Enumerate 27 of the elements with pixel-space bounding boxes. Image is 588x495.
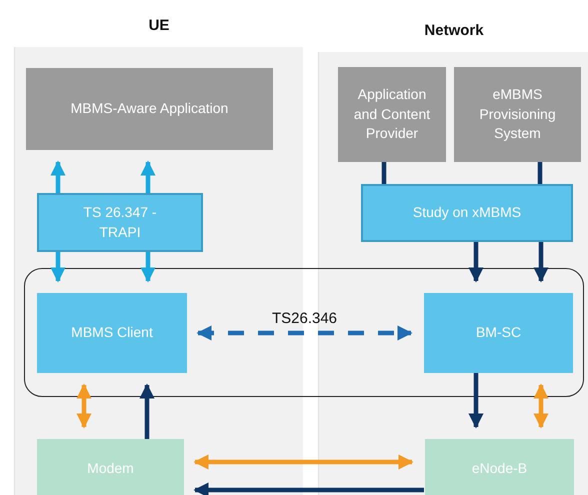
component-box: eMBMS Provisioning System (454, 67, 581, 162)
component-box: Modem (37, 439, 184, 495)
component-box: Application and Content Provider (338, 67, 446, 162)
component-box: eNode-B (425, 439, 574, 495)
component-box: MBMS-Aware Application (26, 68, 273, 150)
arrow (534, 384, 548, 428)
arrow (140, 160, 156, 193)
arrow (76, 384, 92, 428)
interface-box: Study on xMBMS (361, 184, 573, 242)
arrow (140, 252, 156, 282)
column-heading: UE (148, 17, 170, 34)
arrow (468, 373, 484, 428)
arrow (50, 252, 66, 282)
arrow (468, 242, 484, 282)
connector-line (538, 162, 542, 184)
component-box: BM-SC (424, 293, 573, 373)
interface-box: TS 26.347 - TRAPI (37, 193, 203, 252)
arrow (534, 242, 548, 282)
component-box: MBMS Client (37, 293, 187, 373)
arrow (196, 326, 412, 340)
edge-label: TS26.346 (272, 310, 338, 327)
column-heading: Network (423, 22, 485, 39)
arrow (140, 384, 154, 439)
arrow (194, 482, 424, 495)
connector-line (382, 162, 386, 184)
arrow (194, 454, 414, 470)
arrow (50, 160, 66, 193)
